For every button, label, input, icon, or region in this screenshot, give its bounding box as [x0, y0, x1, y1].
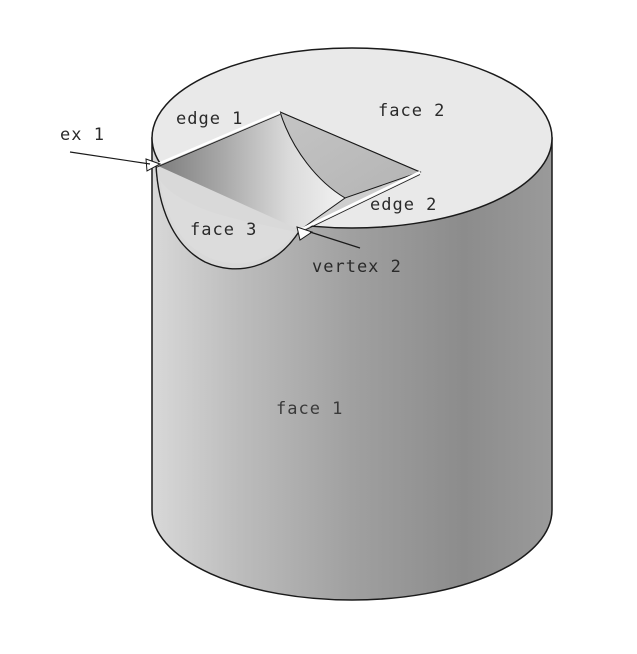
edge-2-line: [299, 170, 421, 232]
vertex-1-label: ex 1: [60, 125, 105, 145]
edge-1-line: [155, 110, 281, 167]
face-2-label: face 2: [378, 101, 445, 121]
vertex-2-label: vertex 2: [312, 257, 402, 277]
vertex-1-marker: [145, 158, 162, 172]
cutout-floor-fill: [160, 180, 296, 264]
edge-2-outline: [299, 174, 421, 233]
face-1-label: face 1: [276, 399, 343, 419]
face-3-label: face 3: [190, 220, 257, 240]
edge-1-outline: [155, 114, 281, 168]
vertex-1-leader: [69, 151, 151, 165]
edge-2-label: edge 2: [370, 195, 437, 215]
edge-1-label: edge 1: [176, 109, 243, 129]
vertex-2-leader: [309, 231, 361, 249]
vertex-2-marker: [296, 226, 314, 241]
